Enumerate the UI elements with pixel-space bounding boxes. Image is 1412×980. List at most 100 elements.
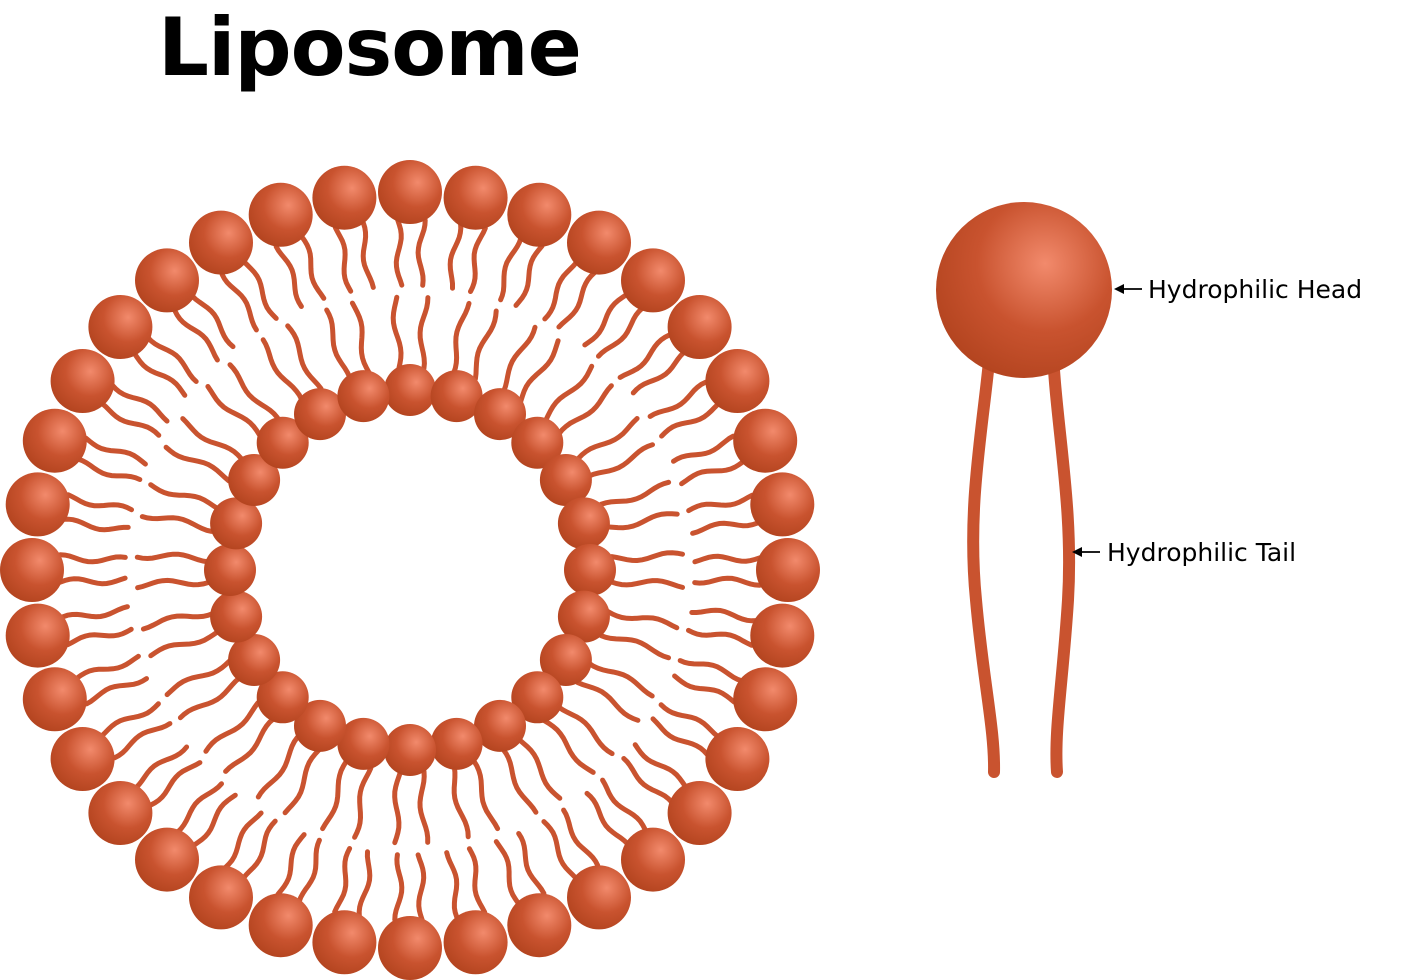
inner-lipid-head (474, 388, 526, 441)
inner-lipid-tail (609, 550, 685, 564)
outer-lipid-tail (632, 742, 688, 789)
outer-lipid-tail (275, 832, 307, 897)
inner-lipid-head (557, 497, 610, 550)
outer-lipid-tail (415, 217, 428, 288)
outer-lipid-tail (61, 516, 131, 533)
inner-lipid-tail (501, 324, 538, 394)
head-arrow-icon (1114, 284, 1124, 294)
outer-lipid-tail (686, 627, 755, 648)
inner-lipid-tail (203, 700, 261, 754)
outer-lipid-tail (596, 305, 645, 359)
outer-leaflet-heads (0, 160, 820, 980)
outer-lipid-tail (650, 716, 710, 758)
outer-lipid-head (378, 160, 442, 224)
inner-lipid-tail (148, 482, 221, 512)
outer-lipid-head (248, 893, 313, 958)
outer-lipid-head (22, 408, 87, 473)
inner-lipid-tail (472, 308, 499, 382)
inner-lipid-tail (139, 514, 215, 534)
inner-lipid-tail (598, 479, 672, 507)
outer-lipid-tail (172, 308, 220, 363)
outer-lipid-head (378, 916, 442, 980)
outer-lipid-tail (84, 676, 149, 707)
outer-lipid-tail (542, 259, 580, 322)
outer-lipid-tail (356, 849, 373, 919)
outer-lipid-tail (112, 721, 173, 761)
liposome-bilayer (0, 160, 820, 980)
inner-lipid-head (564, 544, 616, 596)
outer-lipid-tail (148, 760, 203, 808)
inner-lipid-tail (556, 704, 615, 757)
outer-lipid-head (567, 865, 631, 930)
outer-lipid-head (705, 349, 770, 413)
outer-lipid-head (733, 667, 798, 732)
inner-lipid-head (557, 590, 610, 643)
inner-lipid-tail (500, 746, 539, 815)
outer-lipid-tail (617, 332, 672, 380)
outer-lipid-head (705, 727, 770, 791)
outer-lipid-tail (692, 553, 763, 565)
outer-lipid-head (750, 603, 815, 668)
outer-lipid-tail (57, 552, 128, 565)
outer-lipid-head (0, 538, 64, 602)
inner-lipid-tail (255, 735, 300, 800)
outer-lipid-head (667, 295, 732, 359)
outer-lipid-head (750, 472, 815, 537)
inner-lipid-tail (518, 338, 561, 404)
outer-lipid-head (312, 165, 377, 230)
inner-lipid-tail (451, 300, 472, 376)
outer-lipid-head (88, 295, 153, 359)
outer-lipid-tail (466, 846, 488, 915)
outer-lipid-tail (498, 235, 524, 303)
inner-leaflet-tails (134, 294, 685, 846)
phospholipid-tail-right (1046, 324, 1076, 778)
inner-lipid-tail (516, 737, 563, 801)
tail-arrow-icon (1072, 547, 1082, 557)
inner-lipid-tail (605, 609, 680, 631)
inner-lipid-tail (140, 611, 216, 632)
phospholipid-head (936, 202, 1112, 378)
outer-lipid-tail (145, 335, 199, 384)
outer-lipid-tail (241, 259, 279, 321)
inner-lipid-tail (352, 765, 374, 840)
inner-lipid-tail (320, 759, 349, 832)
inner-lipid-head (430, 717, 483, 770)
inner-lipid-head (210, 497, 263, 550)
outer-lipid-tail (584, 790, 631, 847)
outer-lipid-head (88, 781, 153, 845)
outer-lipid-tail (621, 756, 675, 805)
inner-lipid-tail (575, 680, 641, 723)
inner-lipid-head (511, 416, 564, 469)
inner-lipid-head (511, 671, 564, 724)
outer-lipid-tail (541, 819, 579, 881)
outer-lipid-head (312, 910, 377, 975)
inner-lipid-tail (349, 300, 372, 375)
inner-lipid-head (539, 634, 592, 686)
inner-lipid-head (474, 699, 526, 752)
outer-lipid-tail (299, 234, 327, 301)
outer-lipid-tail (60, 604, 130, 620)
outer-lipid-tail (600, 777, 648, 832)
inner-lipid-tail (417, 769, 431, 845)
outer-lipid-tail (415, 852, 427, 923)
head-label: Hydrophilic Head (1148, 275, 1362, 304)
outer-lipid-head (667, 781, 732, 845)
inner-lipid-tail (417, 295, 431, 371)
outer-lipid-tail (468, 225, 488, 294)
outer-lipid-tail (447, 221, 464, 291)
outer-lipid-tail (99, 701, 161, 739)
outer-lipid-tail (686, 492, 755, 514)
outer-lipid-tail (690, 520, 760, 536)
inner-lipid-tail (177, 675, 242, 721)
outer-lipid-tail (75, 456, 143, 482)
inner-lipid-head (337, 717, 390, 770)
outer-lipid-tail (659, 401, 721, 439)
inner-lipid-tail (134, 551, 211, 565)
inner-lipid-tail (556, 383, 614, 437)
outer-lipid-head (567, 210, 631, 275)
page-title: Liposome (158, 1, 582, 94)
inner-lipid-head (228, 634, 281, 686)
inner-lipid-head (337, 370, 390, 423)
outer-lipid-tail (219, 272, 259, 333)
